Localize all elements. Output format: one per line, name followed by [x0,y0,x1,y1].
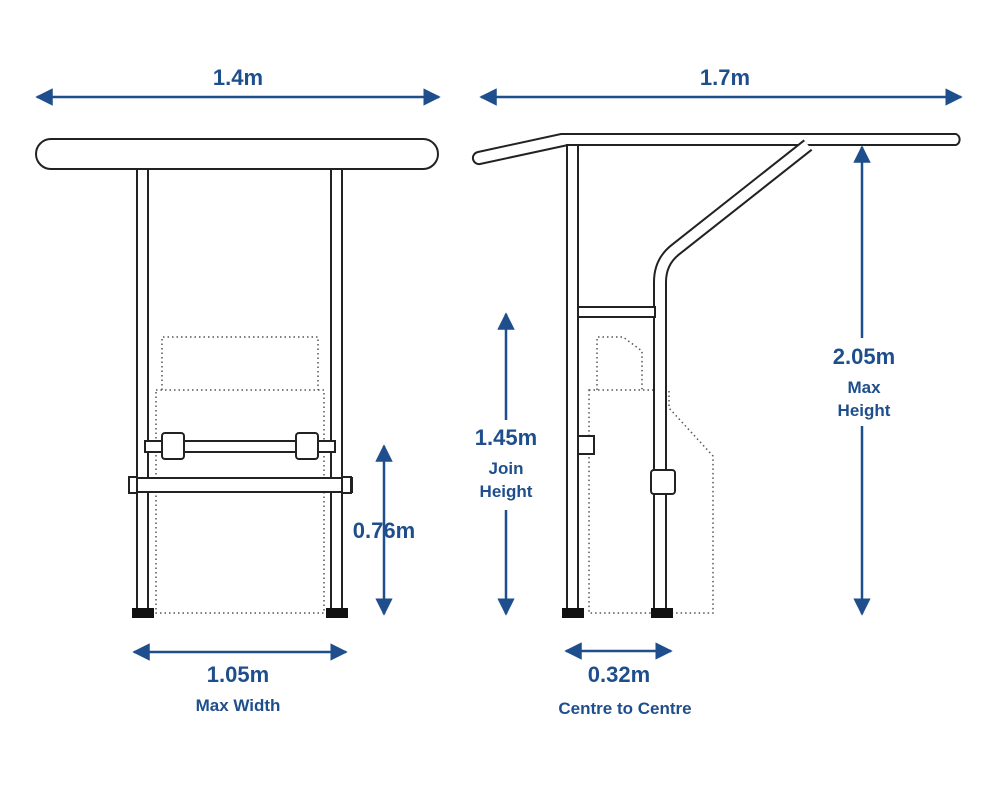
side-join-bar [577,306,656,318]
front-lower-bar-tab-left [128,476,138,494]
side-rear-clamp [650,469,676,495]
front-rail-clamp-left [161,432,185,460]
side-view [471,133,961,618]
front-lower-bar-tab-right [341,476,352,494]
front-console-outline [155,336,325,614]
side-front-foot [562,608,584,618]
front-canopy [35,138,439,170]
front-left-leg [136,167,149,612]
front-grab-rail [144,440,336,453]
side-leg-spacing-caption: Centre to Centre [558,699,691,718]
side-rear-leg-fill [655,141,812,611]
front-right-foot [326,608,348,618]
side-canopy [471,133,961,166]
front-view [35,138,439,618]
front-base-width-label: 1.05m [207,662,269,687]
side-max-height-caption-1: Max [847,378,881,397]
side-rear-leg-outline [653,139,813,611]
front-top-width-label: 1.4m [213,65,263,90]
side-join-height-label: 1.45m [475,425,537,450]
front-lower-bar [128,477,353,493]
side-console-outline [588,336,714,614]
side-front-leg [566,144,579,612]
side-max-height-label: 2.05m [833,344,895,369]
side-top-length-label: 1.7m [700,65,750,90]
front-rail-clamp-right [295,432,319,460]
front-left-foot [132,608,154,618]
front-right-leg [330,167,343,612]
side-front-clamp [577,435,595,455]
side-max-height-caption-2: Height [838,401,891,420]
side-join-height-caption-1: Join [489,459,524,478]
side-join-height-caption-2: Height [480,482,533,501]
side-rear-foot [651,608,673,618]
side-leg-spacing-label: 0.32m [588,662,650,687]
front-bar-height-label: 0.76m [353,518,415,543]
front-base-width-caption: Max Width [196,696,281,715]
